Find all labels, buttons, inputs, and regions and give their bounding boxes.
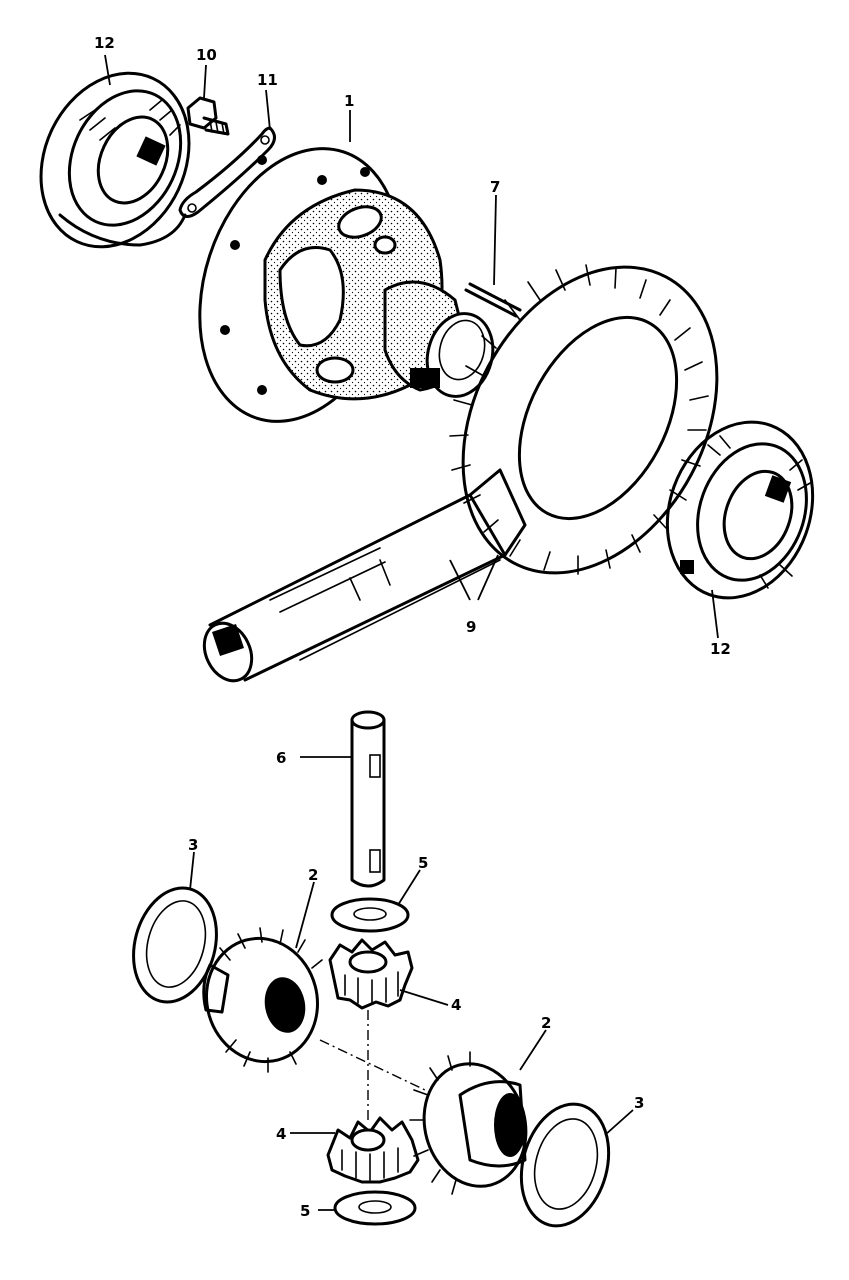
ring-gear (449, 264, 719, 575)
callout-2-lower: 2 (541, 1014, 551, 1032)
callout-9: 9 (466, 618, 476, 636)
lock-plate (178, 126, 276, 218)
side-washer-left (132, 886, 218, 1004)
bearing-left (39, 71, 191, 249)
roll-pin (464, 282, 522, 318)
pinion-gear-upper (328, 938, 414, 1010)
callout-3-left: 3 (188, 836, 198, 854)
callout-5-lower: 5 (300, 1202, 310, 1220)
differential-case (198, 147, 495, 423)
bolt (186, 96, 230, 136)
callout-4-upper: 4 (451, 996, 461, 1014)
side-gear-left (202, 927, 323, 1073)
callout-3-right: 3 (634, 1094, 644, 1112)
centerline-side-gears (319, 1039, 426, 1091)
thrust-washer-upper (330, 897, 410, 933)
callout-12-lower: 12 (710, 640, 731, 658)
callout-1: 1 (344, 92, 354, 110)
callout-7: 7 (490, 178, 500, 196)
side-gear-right (409, 1051, 528, 1195)
bearing-right (665, 420, 815, 600)
callout-11: 11 (257, 71, 278, 89)
callout-12-upper: 12 (94, 34, 115, 52)
side-washer-right (519, 1102, 611, 1228)
pinion-shaft (202, 468, 527, 683)
callout-6: 6 (276, 749, 286, 767)
callout-5-upper: 5 (418, 854, 428, 872)
thrust-washer-lower (333, 1190, 417, 1226)
pinion-gear-lower (326, 1116, 420, 1184)
callout-4-lower: 4 (276, 1125, 286, 1143)
cross-shaft (350, 710, 386, 888)
leader-lines (104, 54, 719, 1211)
callout-10: 10 (196, 46, 217, 64)
callout-2-upper: 2 (308, 866, 318, 884)
